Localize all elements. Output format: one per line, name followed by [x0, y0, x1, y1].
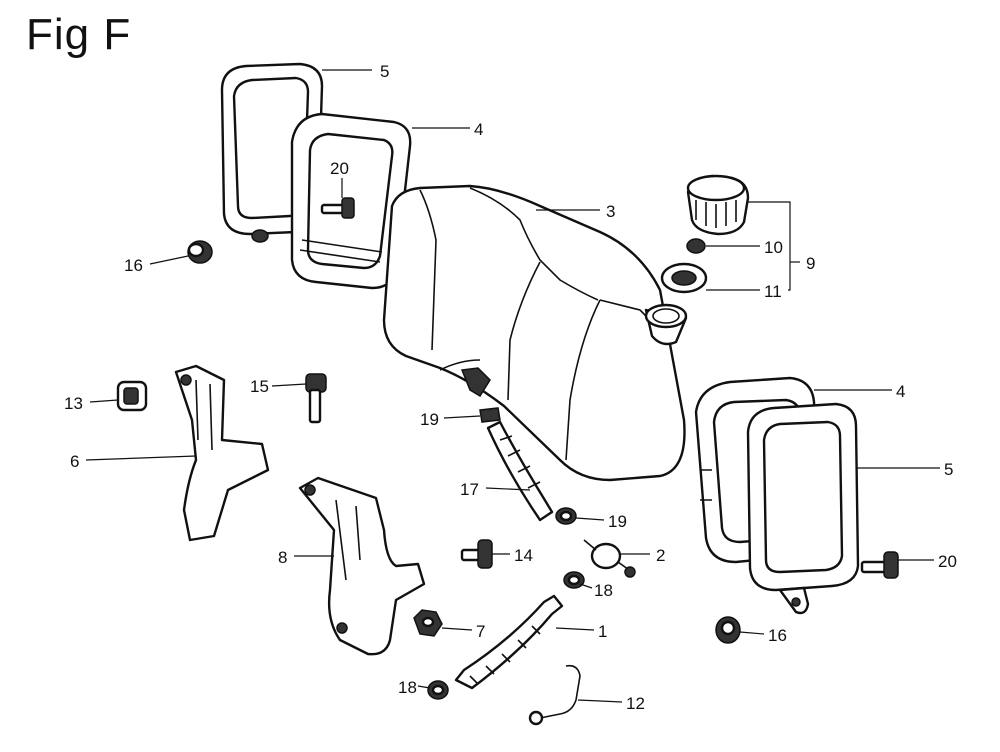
callout-7: 7 — [476, 622, 485, 641]
callout-11: 11 — [764, 282, 782, 301]
callout-14: 14 — [514, 546, 533, 565]
callout-17: 17 — [460, 480, 479, 499]
hose-clip-lower — [555, 507, 577, 525]
hose-clamp-low — [427, 680, 449, 700]
callout-9: 9 — [806, 254, 815, 273]
rubber-cap-right — [715, 616, 741, 644]
callout-13: 13 — [64, 394, 83, 413]
callout-6: 6 — [70, 452, 79, 471]
fuel-hose — [486, 420, 554, 522]
callout-10: 10 — [764, 238, 783, 257]
bolt-15 — [305, 373, 327, 424]
band-frame-right — [746, 402, 860, 615]
hose-clamp-mid — [563, 571, 585, 589]
cap-washer — [686, 238, 706, 254]
callout-15: 15 — [250, 377, 269, 396]
callout-12: 12 — [626, 694, 645, 713]
callout-20-right: 20 — [938, 552, 957, 571]
callout-2: 2 — [656, 546, 665, 565]
callout-labels: 5 4 20 3 10 9 11 16 13 15 19 6 17 19 4 5… — [64, 62, 957, 713]
callout-16-left: 16 — [124, 256, 143, 275]
callout-20-top: 20 — [330, 159, 349, 178]
hose-clip-upper — [479, 407, 501, 423]
callout-19-upper: 19 — [420, 410, 439, 429]
fuel-strainer — [583, 539, 636, 578]
tank-stay-center — [298, 476, 426, 656]
bolt-top — [320, 197, 355, 219]
fuel-line — [454, 594, 564, 690]
rubber-cap-left — [187, 240, 213, 264]
rubber-pad — [116, 380, 148, 412]
callout-1: 1 — [598, 622, 607, 641]
fuel-cap — [686, 174, 750, 236]
bolt-14 — [460, 539, 493, 569]
callout-5-top: 5 — [380, 62, 389, 81]
callout-3: 3 — [606, 202, 615, 221]
callout-18-low: 18 — [398, 678, 417, 697]
figure-title: Fig F — [26, 10, 132, 59]
callout-4-top: 4 — [474, 120, 483, 139]
callout-8: 8 — [278, 548, 287, 567]
wire-clip — [528, 664, 581, 726]
fuel-tank — [382, 184, 688, 482]
bolt-right — [860, 551, 899, 579]
callout-4-right: 4 — [896, 382, 905, 401]
callout-18-mid: 18 — [594, 581, 613, 600]
cap-gasket — [660, 262, 708, 294]
callout-19-lower: 19 — [608, 512, 627, 531]
callout-16-right: 16 — [768, 626, 787, 645]
leader-lines — [85, 69, 940, 703]
nut-7 — [413, 609, 443, 637]
tank-stay-left — [174, 364, 270, 542]
callout-5-right: 5 — [944, 460, 953, 479]
